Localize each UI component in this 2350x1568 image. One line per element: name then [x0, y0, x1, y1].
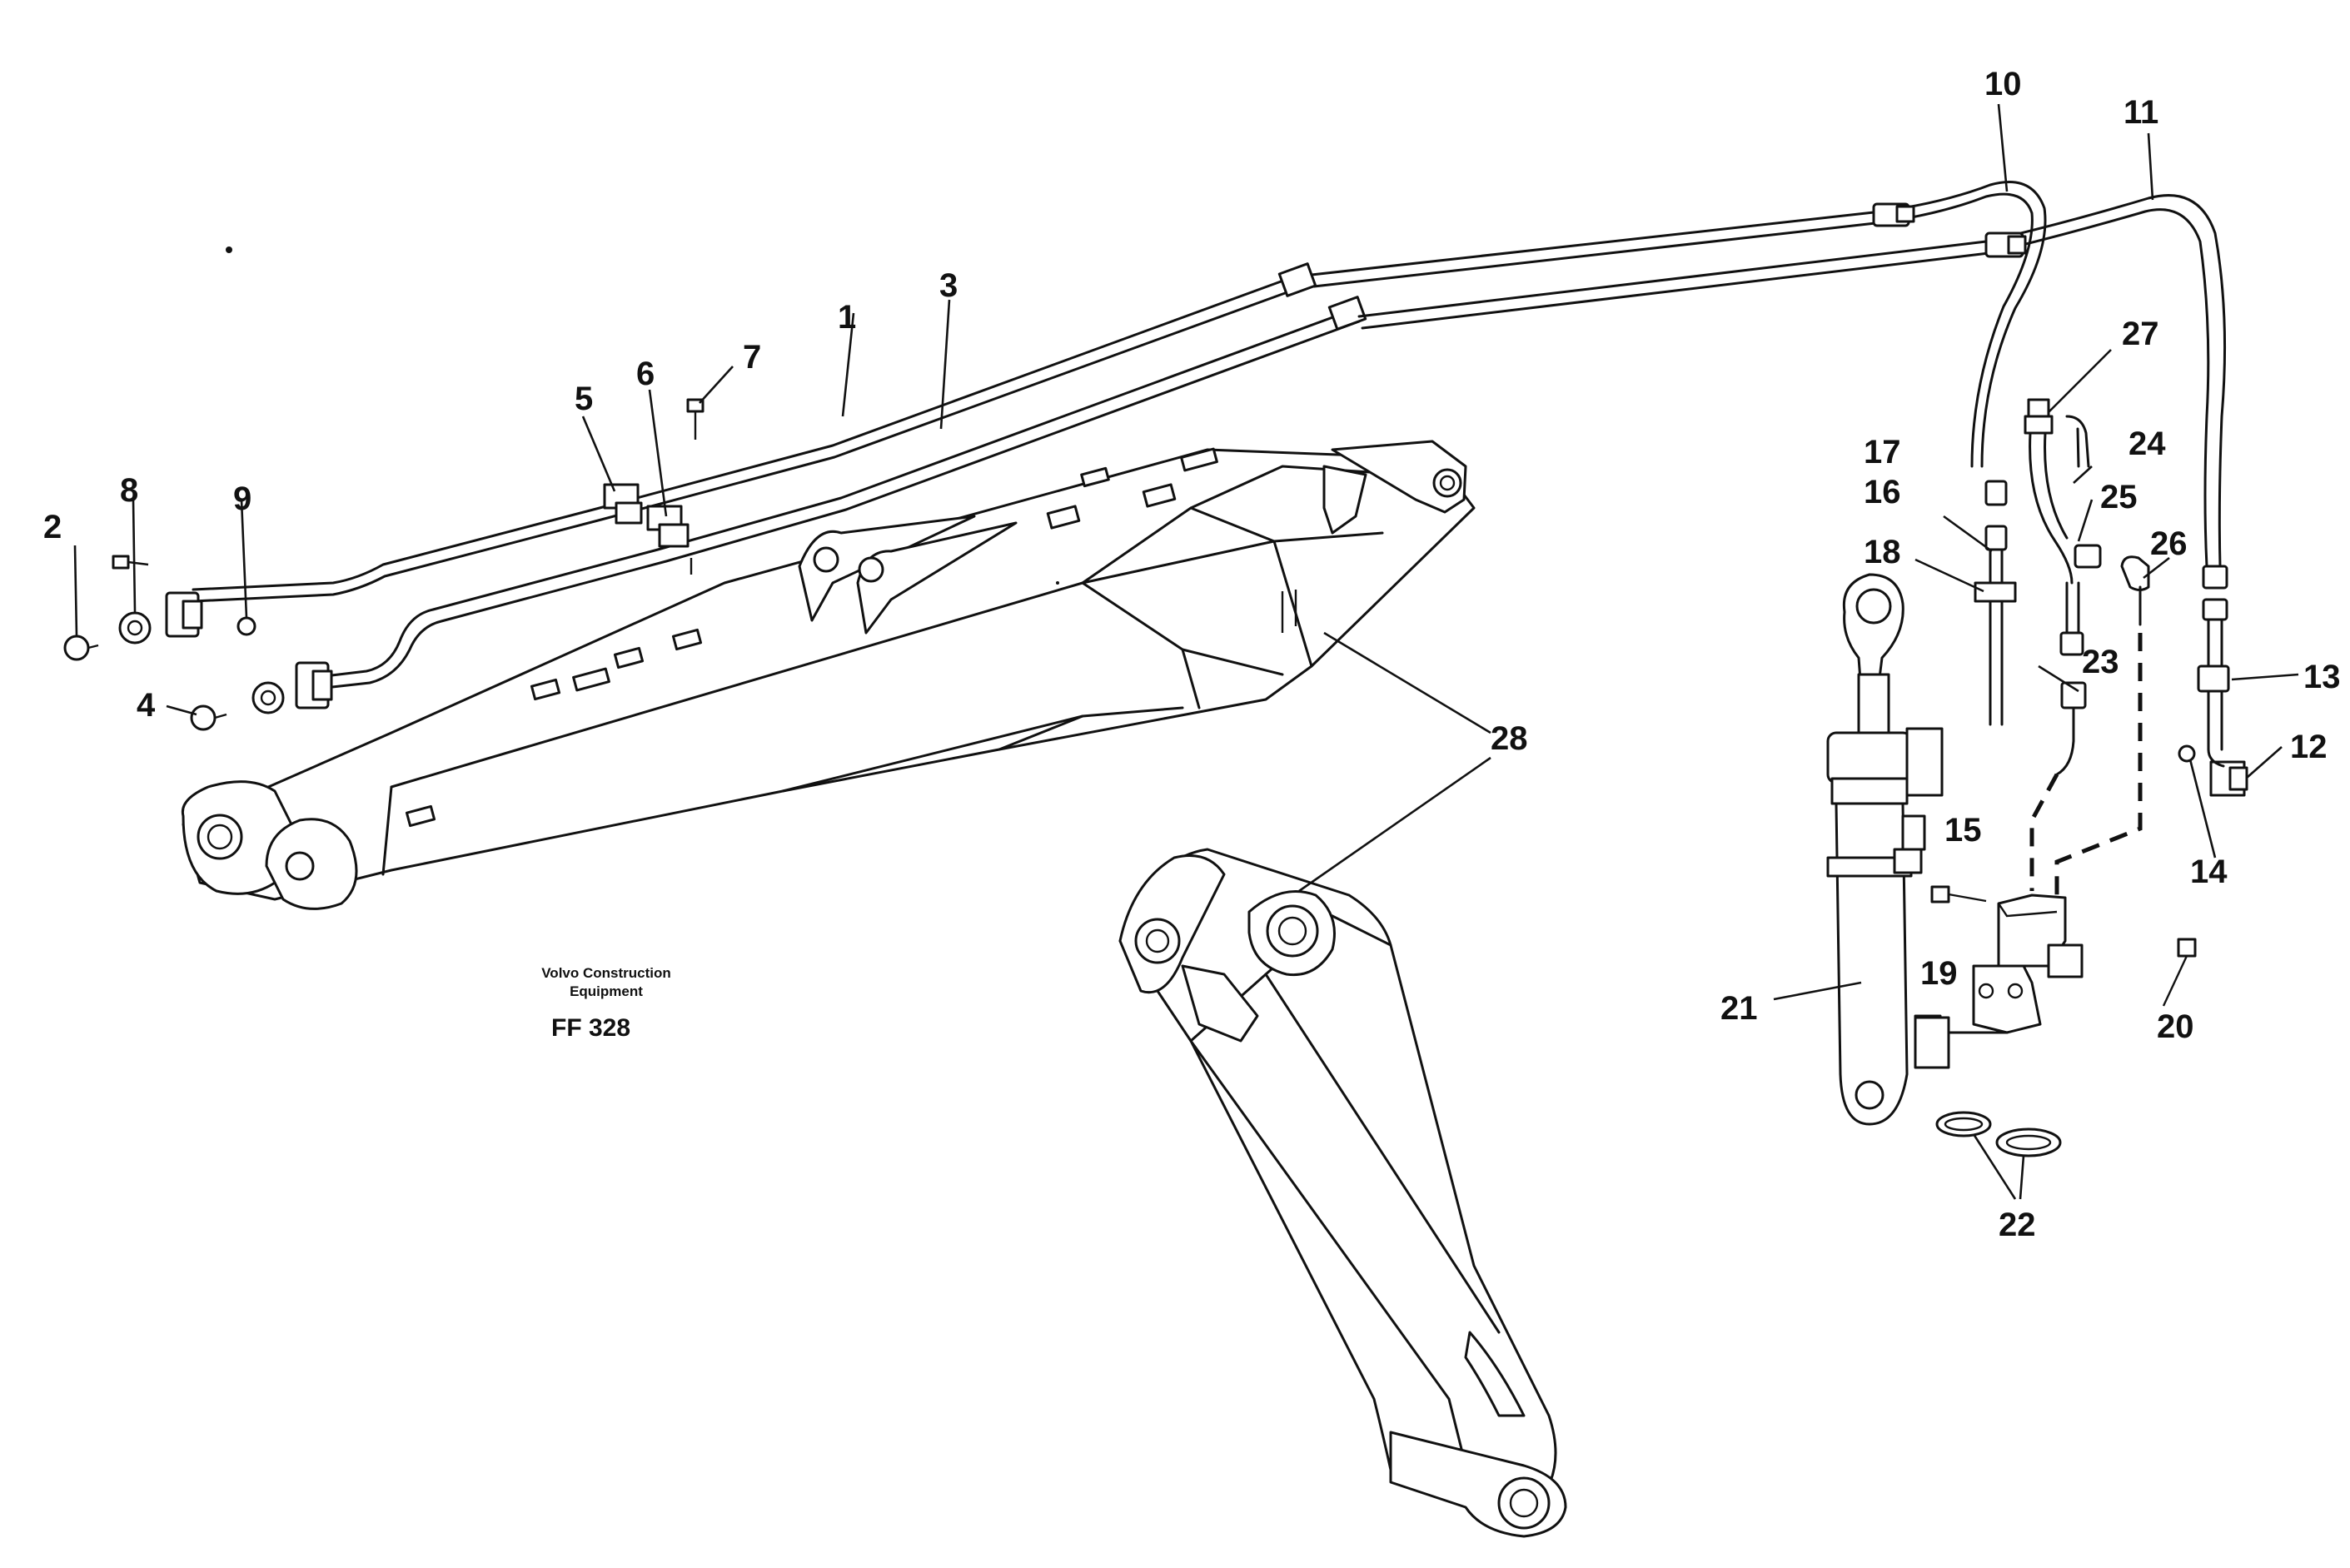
callout-8: 8: [120, 472, 138, 509]
hose-10: [1310, 181, 2047, 468]
credit-line-2: Equipment: [570, 983, 643, 999]
callout-20: 20: [2157, 1008, 2194, 1045]
callout-4: 4: [137, 687, 156, 724]
pipe-24-27-23: [2024, 398, 2090, 776]
clamp-5: [603, 483, 643, 525]
pipe-17-16-18: [1974, 480, 2017, 726]
boom-arm: [181, 440, 1476, 910]
bolt-15: [1930, 885, 1987, 903]
callout-1: 1: [838, 299, 856, 336]
publisher-credit: Volvo Construction Equipment FF 328: [541, 965, 671, 1042]
callout-13: 13: [2303, 659, 2341, 695]
clamp-6: [646, 505, 693, 575]
nut-connector-lower: [251, 661, 333, 714]
fitting-25-26: [2074, 544, 2150, 626]
credit-line-1: Volvo Construction: [541, 965, 671, 981]
bolt-20: [2162, 938, 2197, 1007]
dashed-lines: [2029, 633, 2143, 895]
hose-11: [1357, 194, 2227, 568]
callout-18: 18: [1864, 534, 1901, 570]
callout-11: 11: [2123, 94, 2158, 131]
leader-lines: [73, 103, 2299, 1200]
bolt-4: [190, 704, 227, 731]
callout-6: 6: [636, 356, 655, 392]
callout-2: 2: [43, 509, 62, 545]
hydraulic-pipe-3: [323, 308, 1361, 689]
hose-clamps-22: [1935, 1111, 2062, 1157]
callout-21: 21: [1720, 990, 1758, 1027]
callout-26: 26: [2150, 525, 2188, 562]
washer-9: [236, 616, 256, 636]
callout-22: 22: [1999, 1207, 2036, 1243]
callout-9: 9: [233, 480, 251, 517]
bolt-2: [63, 635, 99, 661]
callout-25: 25: [2100, 479, 2138, 515]
nut-connector-upper: [118, 591, 203, 645]
callout-12: 12: [2290, 729, 2328, 765]
bolt-8: [112, 555, 149, 570]
callout-19: 19: [1920, 955, 1958, 992]
dipper-arm: [1118, 848, 1567, 1538]
scan-specks: [226, 246, 1059, 585]
callout-15: 15: [1944, 812, 1982, 849]
pipe-13-12: [2197, 565, 2248, 797]
callout-17: 17: [1864, 434, 1901, 470]
callout-23: 23: [2082, 644, 2119, 680]
callout-27: 27: [2122, 316, 2159, 352]
callout-labels: 1 2 3 4 5 6 7 8 9 10 11 12 13 14 15 16 1…: [43, 66, 2341, 1243]
callout-16: 16: [1864, 474, 1901, 510]
callout-3: 3: [939, 267, 958, 304]
callout-5: 5: [575, 381, 593, 417]
bolt-7: [686, 398, 705, 440]
callout-24: 24: [2128, 426, 2166, 462]
manifold-block-19: [1914, 894, 2084, 1069]
callout-10: 10: [1984, 66, 2022, 102]
hydraulic-pipe-1: [192, 273, 1305, 603]
callout-28: 28: [1491, 720, 1528, 757]
callout-7: 7: [743, 339, 761, 376]
callout-14: 14: [2190, 854, 2228, 890]
figure-code: FF 328: [551, 1014, 630, 1042]
o-ring-14: [2178, 744, 2196, 763]
